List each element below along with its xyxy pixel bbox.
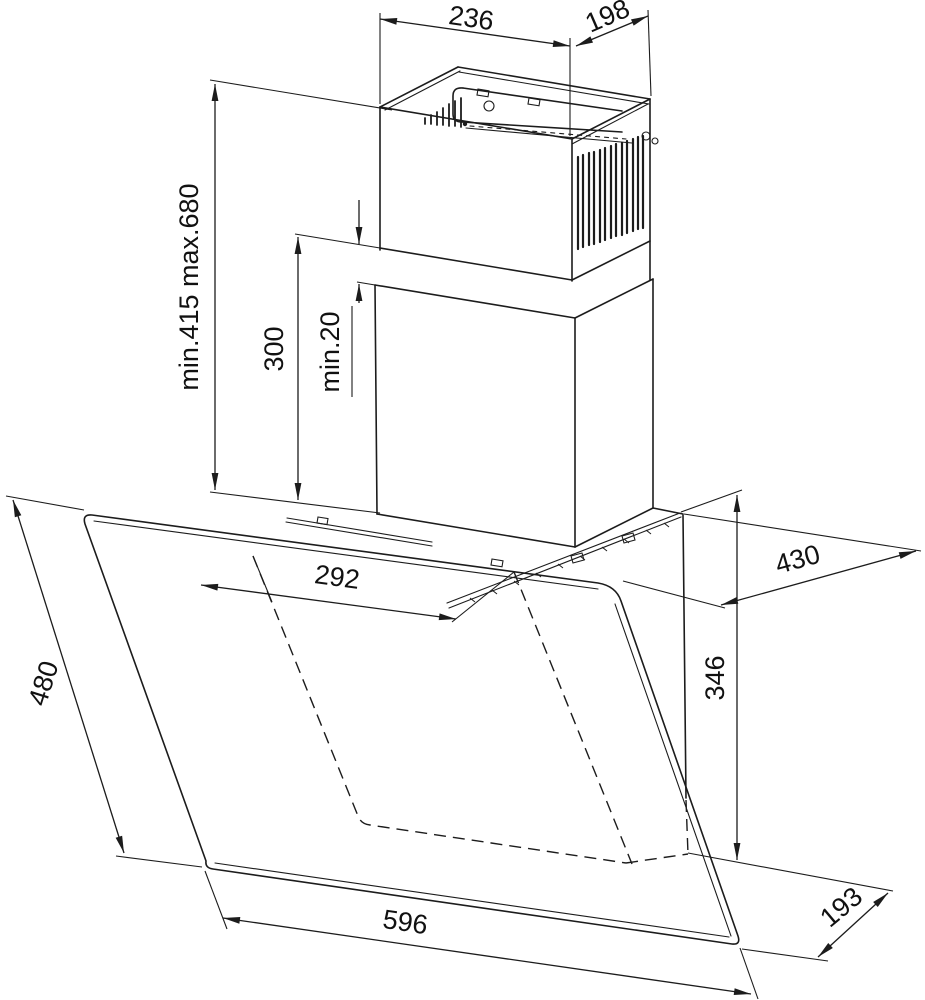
dim-label-lower-chimney-height: 300 (259, 326, 289, 371)
glass-clip (490, 558, 504, 568)
dim-bottom-depth: 193 (741, 881, 889, 962)
mounting-bracket (452, 87, 633, 144)
dim-label-body-side-height: 346 (700, 655, 730, 700)
screw-hole-icon (651, 137, 659, 145)
dim-label-hood-width: 596 (381, 904, 430, 940)
dim-lower-chimney-height: 300 (259, 237, 302, 500)
dim-body-side-height: 346 (680, 489, 894, 892)
vent-slots-right-face (576, 134, 645, 251)
dim-telescopic-overlap: min.20 (315, 200, 363, 397)
dim-glass-slant-length: 480 (5, 495, 203, 868)
bracket-hole-icon (483, 100, 495, 112)
dim-label-chimney-height-range: min.415 max.680 (174, 183, 204, 390)
dim-label-glass-slant-length: 480 (22, 657, 64, 709)
chimney-lower-section (356, 278, 684, 548)
dimensions: 236 198 min.415 max.680 300 min.20 (5, 0, 922, 1000)
dim-label-bottom-depth: 193 (814, 881, 868, 933)
dim-chimney-top-depth: 198 (575, 0, 652, 97)
dim-chimney-top-width: 236 (379, 0, 571, 136)
inner-vent-slots (424, 97, 462, 128)
dim-label-chimney-top-width: 236 (447, 0, 496, 36)
glass-panel (83, 514, 740, 945)
dim-label-telescopic-overlap: min.20 (315, 311, 345, 392)
dim-chimney-height-range: min.415 max.680 (174, 79, 393, 514)
dim-label-hood-top-depth: 430 (772, 539, 823, 580)
dim-label-body-top-width: 292 (313, 559, 362, 595)
rail-clip (621, 532, 636, 544)
dim-hood-width: 596 (204, 870, 759, 1000)
hidden-body-outline (252, 555, 689, 865)
rail-clip (570, 552, 585, 564)
screw-hole-icon (641, 131, 651, 141)
dim-body-top-width: 292 (200, 555, 515, 623)
chimney-upper-section (294, 66, 659, 282)
rail-clip (316, 516, 329, 526)
dim-hood-top-depth: 430 (622, 513, 922, 609)
